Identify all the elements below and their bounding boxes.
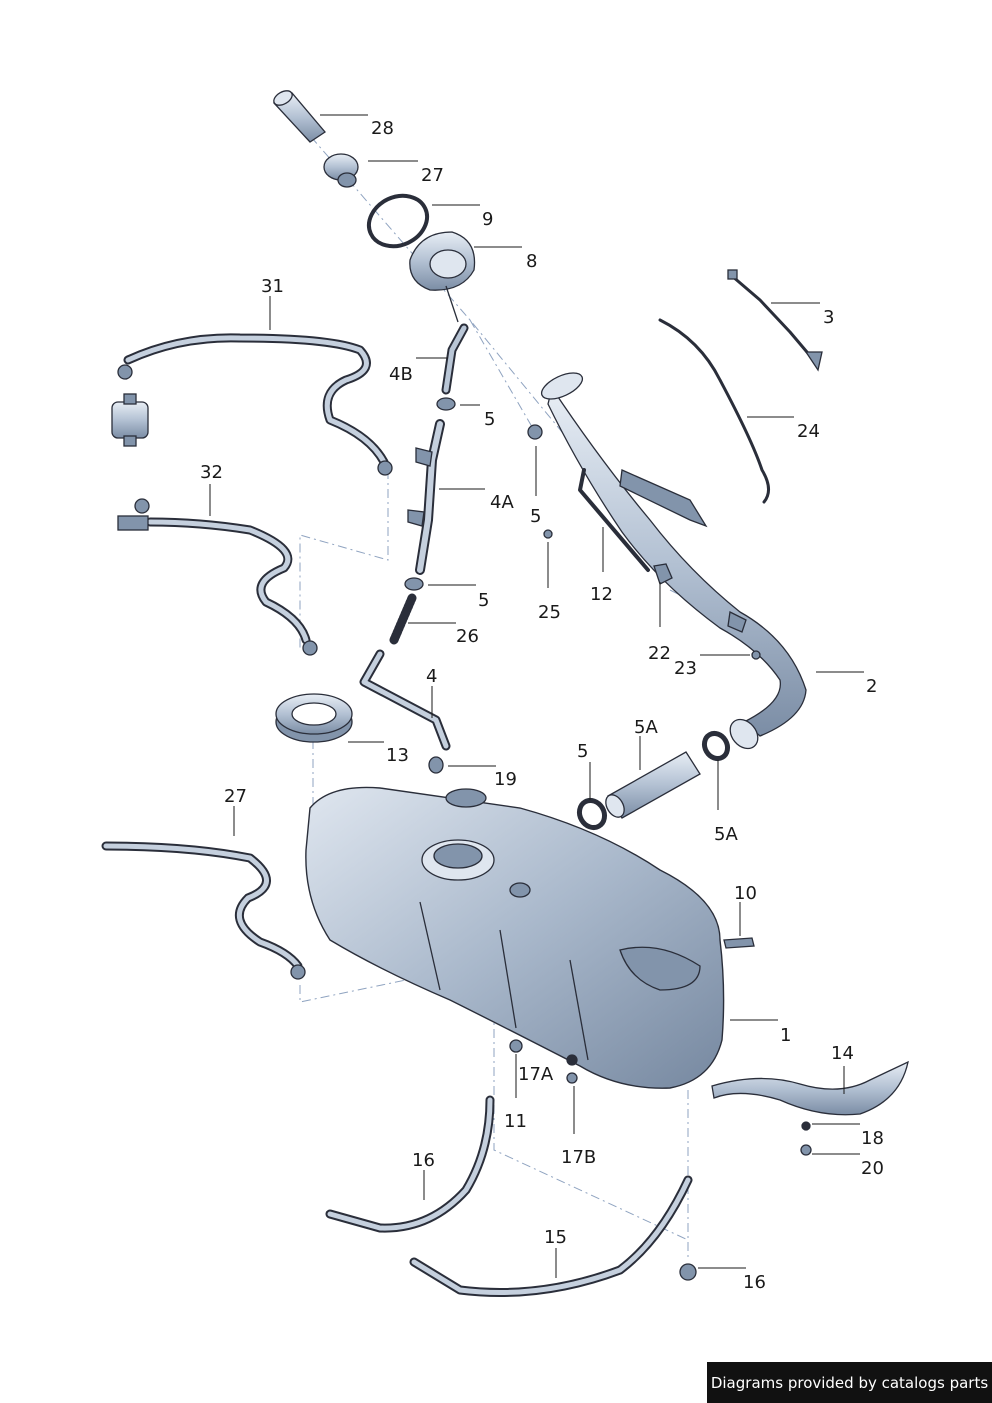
callout-15: 16 xyxy=(412,1150,435,1171)
part-20-bolt xyxy=(800,1144,812,1156)
callout-1: 1 xyxy=(780,1025,791,1046)
clamp-5A-left xyxy=(576,797,608,831)
part-24-filler-insert xyxy=(272,90,326,143)
part-17B-bolt xyxy=(566,1072,578,1084)
callout-17A: 17A xyxy=(518,1064,554,1085)
part-32-fuel-line xyxy=(117,498,318,656)
callout-2: 2 xyxy=(866,676,877,697)
callout-13: 14 xyxy=(831,1043,854,1064)
callout-14: 15 xyxy=(544,1227,567,1248)
part-21-clip xyxy=(653,563,673,585)
part-15-tank-strap xyxy=(325,1095,495,1233)
callout-20: 20 xyxy=(861,1158,884,1179)
part-23-screw xyxy=(543,529,553,539)
callout-18: 18 xyxy=(861,1128,884,1149)
callout-4: 4 xyxy=(426,666,437,687)
callout-4B: 4B xyxy=(389,364,413,385)
callout-22: 23 xyxy=(674,658,697,679)
callout-4A: 4A xyxy=(490,492,514,513)
callout-8: 9 xyxy=(482,209,493,230)
part-10-grommet xyxy=(509,1039,523,1053)
callout-27: 27 xyxy=(224,786,247,807)
callout-labels: 28 27 9 8 3 24 31 4B 5 4A 5 32 25 12 5 2… xyxy=(200,118,884,1293)
part-28-cable xyxy=(658,318,770,504)
callout-21: 22 xyxy=(648,643,671,664)
credit-banner: Diagrams provided by catalogs parts xyxy=(707,1362,992,1403)
callout-10: 11 xyxy=(504,1111,527,1132)
callout-16: 16 xyxy=(743,1272,766,1293)
callout-7: 8 xyxy=(526,251,537,272)
callout-5-upper: 5 xyxy=(484,409,495,430)
callout-6: 5A xyxy=(634,717,658,738)
callout-5A-left: 5 xyxy=(577,741,588,762)
callout-5-lower: 5 xyxy=(478,590,489,611)
part-8-o-ring xyxy=(366,193,430,249)
part-9-pad xyxy=(723,937,755,949)
callout-11: 12 xyxy=(590,584,613,605)
callout-31: 31 xyxy=(261,276,284,297)
part-7-filler-housing xyxy=(409,231,476,323)
callout-3: 3 xyxy=(823,307,834,328)
callout-26: 26 xyxy=(456,626,479,647)
callout-28: 24 xyxy=(797,421,820,442)
part-11-rod xyxy=(578,468,650,572)
callout-19: 19 xyxy=(494,769,517,790)
callout-12: 13 xyxy=(386,745,409,766)
part-27-supply-line xyxy=(101,841,306,980)
callout-5A-right: 5A xyxy=(714,824,738,845)
part-4-vent-tube xyxy=(359,649,451,751)
callout-5-right: 5 xyxy=(530,506,541,527)
clamp-5A-right xyxy=(701,730,731,762)
callout-25: 27 xyxy=(421,165,444,186)
part-2-filler-pipe xyxy=(540,372,807,750)
callout-9: 10 xyxy=(734,883,757,904)
clamp-5-upper xyxy=(436,397,456,411)
part-6-sleeve xyxy=(605,751,701,819)
part-22-screw xyxy=(751,650,761,660)
part-26-spring xyxy=(389,593,417,645)
part-18-washer xyxy=(801,1121,811,1131)
callout-32: 32 xyxy=(200,462,223,483)
part-19-grommet xyxy=(428,756,444,774)
callout-24: 28 xyxy=(371,118,394,139)
part-3-earth-cable xyxy=(727,269,823,372)
part-1-fuel-tank xyxy=(305,786,725,1089)
part-25-valve xyxy=(323,153,359,188)
clamp-5-right xyxy=(527,424,543,440)
part-16-nut xyxy=(679,1263,697,1281)
part-12-locking-ring xyxy=(275,693,353,743)
part-13-heat-shield xyxy=(711,1060,909,1116)
activated-carbon-filter xyxy=(111,393,149,447)
part-4A-breather-hose xyxy=(407,419,445,575)
clamp-5-lower xyxy=(404,577,424,591)
callout-17B: 17B xyxy=(561,1147,596,1168)
part-17A-washer xyxy=(566,1054,578,1066)
part-31-vent-hose xyxy=(117,333,393,476)
assembly-centerlines xyxy=(285,107,701,1260)
callout-23: 25 xyxy=(538,602,561,623)
leader-lines xyxy=(209,114,864,1278)
